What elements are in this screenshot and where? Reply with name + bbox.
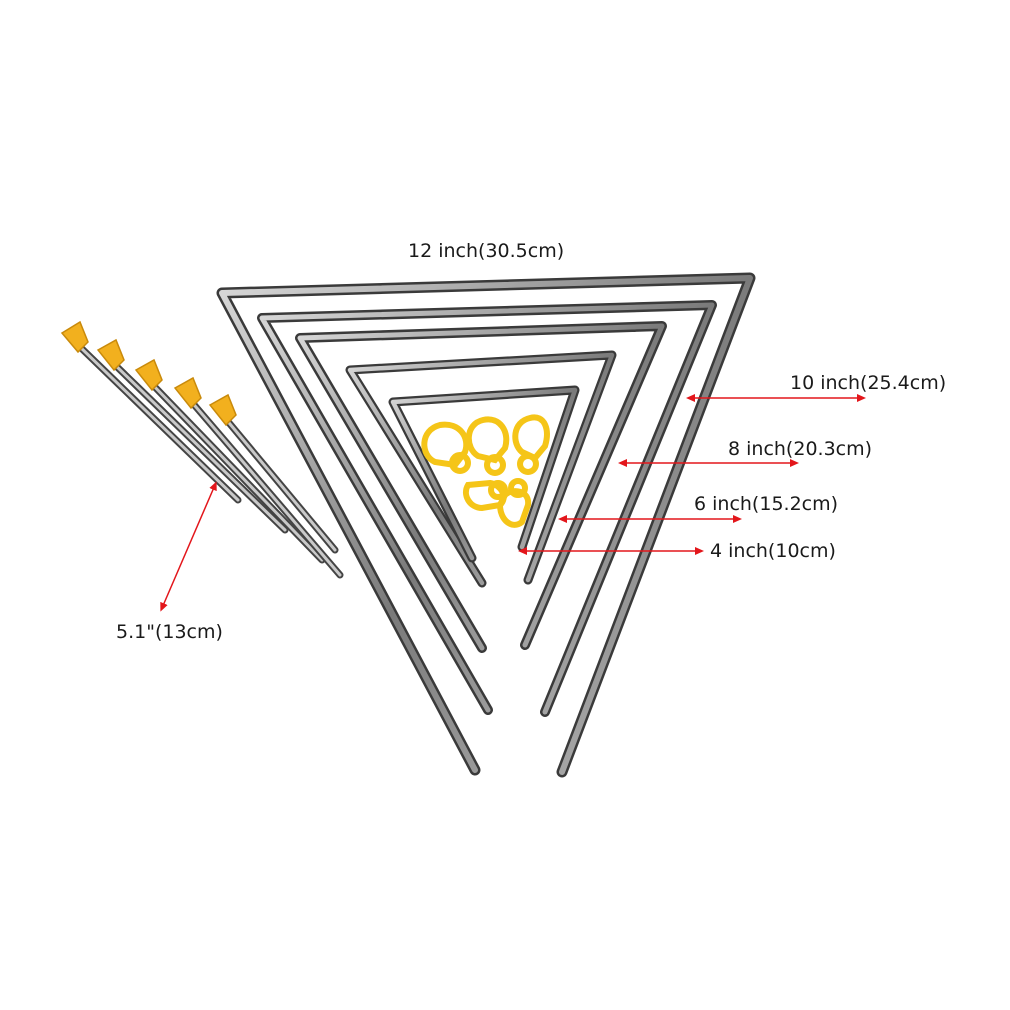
beater-1 — [60, 320, 242, 504]
label-4-inch: 4 inch(10cm) — [710, 540, 836, 562]
label-10-inch: 10 inch(25.4cm) — [790, 372, 947, 394]
label-6-inch: 6 inch(15.2cm) — [694, 493, 839, 515]
beater-3 — [134, 358, 326, 564]
beater-4 — [173, 376, 344, 579]
triangle-6in — [345, 350, 617, 588]
beaters — [60, 320, 344, 579]
holder-clips — [421, 414, 550, 528]
triangle-4in — [388, 385, 580, 563]
triangle-12in — [216, 272, 756, 778]
dimension-arrows — [160, 394, 866, 612]
triangle-10in — [257, 300, 717, 717]
label-8-inch: 8 inch(20.3cm) — [728, 438, 873, 460]
beater-2 — [96, 338, 289, 534]
label-beater-length: 5.1"(13cm) — [116, 621, 223, 643]
label-12-inch: 12 inch(30.5cm) — [408, 240, 565, 262]
beater-5 — [208, 393, 339, 554]
triangle-8in — [295, 321, 667, 653]
arrow-beater — [160, 481, 217, 612]
